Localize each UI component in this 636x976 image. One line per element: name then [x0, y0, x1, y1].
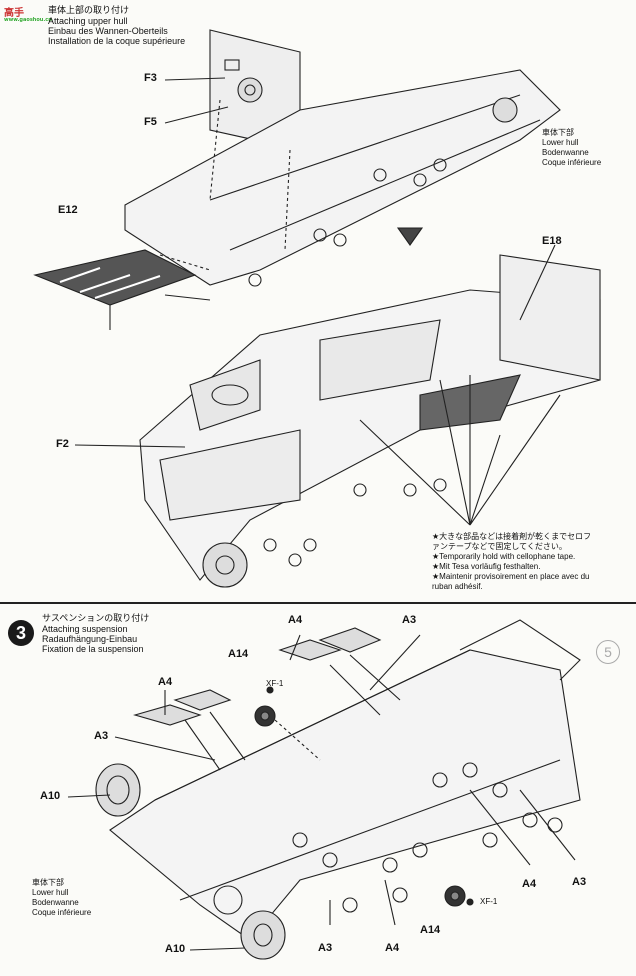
step3-title-fr: Fixation de la suspension	[42, 644, 144, 654]
callout-f2: F2	[56, 438, 69, 450]
side-step-number: 5	[596, 640, 620, 664]
callout-a3-top: A3	[402, 614, 417, 626]
tape-note-jp2: ァンテープなどで固定してください。	[432, 542, 567, 551]
callout-f5: F5	[144, 116, 157, 128]
step2-title-fr: Installation de la coque supérieure	[48, 36, 186, 46]
lower-hull-label-top: 車体下部 Lower hull Bodenwanne Coque inférie…	[542, 128, 601, 168]
tape-note-en: ★Temporarily hold with cellophane tape.	[432, 552, 576, 561]
tape-note-de: ★Mit Tesa vorläufig festhalten.	[432, 562, 541, 571]
callout-a4-bottom: A4	[385, 942, 400, 954]
tape-note-fr1: ★Maintenir provisoirement en place avec …	[432, 572, 590, 581]
step2-heading: 車体上部の取り付け Attaching upper hull Einbau de…	[48, 6, 185, 46]
callout-a4-left: A4	[158, 676, 173, 688]
lower-hull-en-bottom: Lower hull	[32, 888, 69, 897]
callout-a3-bottom: A3	[318, 942, 333, 954]
lower-hull-en: Lower hull	[542, 138, 579, 147]
lower-hull-jp: 車体下部	[542, 128, 574, 137]
lower-hull-de: Bodenwanne	[542, 148, 589, 157]
callout-a3-right: A3	[572, 876, 587, 888]
callout-e12: E12	[58, 204, 78, 216]
step3-title-jp: サスペンションの取り付け	[42, 614, 150, 624]
lower-hull-jp-bottom: 車体下部	[32, 878, 64, 887]
callout-a3-left: A3	[94, 730, 109, 742]
callout-e18: E18	[542, 235, 562, 247]
tape-note: ★大きな部品などは接着剤が乾くまでセロフ ァンテープなどで固定してください。 ★…	[432, 532, 591, 592]
callout-a4-right: A4	[522, 878, 537, 890]
step2-title-en: Attaching upper hull	[48, 16, 128, 26]
step3-heading: サスペンションの取り付け Attaching suspension Radauf…	[42, 614, 149, 654]
callout-a10-bottom: A10	[165, 943, 186, 955]
step3-number-badge: 3	[8, 620, 34, 646]
callout-a14-top: A14	[228, 648, 249, 660]
lower-hull-fr-bottom: Coque inférieure	[32, 908, 92, 917]
callout-a14-bottom: A14	[420, 924, 441, 936]
watermark-logo: 高手 www.gaoshou.cn	[4, 8, 52, 23]
lower-hull-label-bottom: 車体下部 Lower hull Bodenwanne Coque inférie…	[32, 878, 91, 918]
step3-title-en: Attaching suspension	[42, 624, 128, 634]
callout-xf1-bottom: XF-1	[480, 897, 498, 906]
lower-hull-fr: Coque inférieure	[542, 158, 602, 167]
tape-note-jp1: ★大きな部品などは接着剤が乾くまでセロフ	[432, 532, 592, 541]
callout-f3: F3	[144, 72, 157, 84]
step3-title-de: Radaufhängung-Einbau	[42, 634, 138, 644]
callout-a4-top: A4	[288, 614, 303, 626]
lower-hull-de-bottom: Bodenwanne	[32, 898, 79, 907]
callout-a10-left: A10	[40, 790, 61, 802]
tape-note-fr2: ruban adhésif.	[432, 582, 483, 591]
step2-title-de: Einbau des Wannen-Oberteils	[48, 26, 168, 36]
step2-title-jp: 車体上部の取り付け	[48, 6, 130, 16]
callout-xf1-top: XF-1	[266, 679, 284, 688]
